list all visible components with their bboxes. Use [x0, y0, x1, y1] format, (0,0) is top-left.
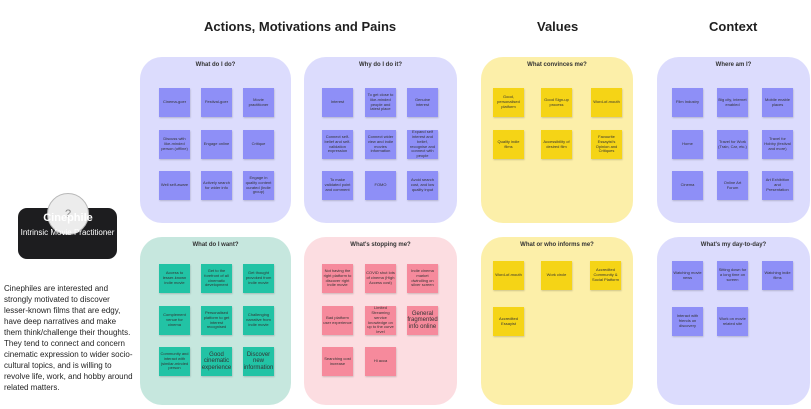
- header-context: Context: [709, 19, 758, 34]
- panel-title: What convinces me?: [527, 62, 587, 68]
- sticky-note: To get close to like-minded people and l…: [365, 88, 396, 117]
- sticky-note: General fragmented info online: [407, 306, 438, 335]
- sticky-note: Genuine interest: [407, 88, 438, 117]
- sticky-note: Good Sign-up process: [541, 88, 572, 117]
- panel-where-am-i: Where am I? Film Industry Big city, inter…: [657, 57, 810, 223]
- sticky-note: Cinema: [672, 171, 703, 200]
- panel-title: Why do I do it?: [359, 62, 402, 68]
- sticky-note: Sitting down for a long time on screen: [717, 261, 748, 290]
- sticky-note: Quality indie films: [493, 130, 524, 159]
- sticky-note: Word-of-mouth: [591, 88, 622, 117]
- sticky-note: Cinema-goer: [159, 88, 190, 117]
- sticky-note: Word-of-mouth: [493, 261, 524, 290]
- sticky-note: Limited Streaming service knowledge on u…: [365, 306, 396, 335]
- sticky-note: Interest: [322, 88, 353, 117]
- sticky-note: Connect self-belief and self-validation …: [322, 130, 353, 159]
- sticky-note: Not having the right platform to discove…: [322, 264, 353, 293]
- sticky-note: Community and interact with (similar-min…: [159, 347, 190, 376]
- sticky-note: Get thought provoked from indie movie: [243, 264, 274, 293]
- sticky-note: Big city, internet enabled: [717, 88, 748, 117]
- sticky-note: Interact with friends on discovery: [672, 307, 703, 336]
- sticky-note: FOMO: [365, 171, 396, 200]
- sticky-note: Personalised platform to get interest re…: [201, 306, 232, 335]
- sticky-note: Movie practitioner: [243, 88, 274, 117]
- header-values: Values: [537, 19, 579, 34]
- sticky-note: Connect wider view and indie movies info…: [365, 130, 396, 159]
- sticky-note: Accredited Community & Social Platform: [590, 261, 621, 290]
- panel-title: What's stopping me?: [350, 242, 411, 248]
- sticky-note: Accessibility of desired film: [541, 130, 572, 159]
- sticky-note: Home: [672, 130, 703, 159]
- panel-why-do-i-do-it: Why do I do it? Interest To get close to …: [304, 57, 457, 223]
- header-actions-motivations-pains: Actions, Motivations and Pains: [204, 19, 397, 34]
- sticky-note: Online Art Forum: [717, 171, 748, 200]
- sticky-note: Travel for Hobby (festival and more): [762, 130, 793, 159]
- sticky-note: Work on movie related site: [717, 307, 748, 336]
- sticky-note: To make validated point and comment: [322, 171, 353, 200]
- sticky-note: Indie cinema market dwindling on silver …: [407, 264, 438, 293]
- sticky-note: Good, personalised platform: [493, 88, 524, 117]
- sticky-note: Accredited Essayist: [493, 307, 524, 336]
- sticky-note: Hi acca: [365, 347, 396, 376]
- panel-what-or-who-informs-me: What or who informs me? Word-of-mouth Wor…: [481, 237, 633, 405]
- sticky-note: Get to the forefront of all cinematic de…: [201, 264, 232, 293]
- panel-title: What do I do?: [195, 62, 236, 68]
- sticky-note: Critique: [243, 130, 274, 159]
- panel-whats-my-day-to-day: What's my day-to-day? Watching movie new…: [657, 237, 810, 405]
- sticky-note: Expand self interest and belief, recogni…: [407, 130, 438, 159]
- sticky-note: Avoid search cost, and low quality input: [407, 171, 438, 200]
- sticky-note: Engage in quality content curated (Indie…: [243, 171, 274, 200]
- panel-title: What's my day-to-day?: [700, 242, 767, 248]
- sticky-note: Watching movie news: [672, 261, 703, 290]
- persona-avatar: ?: [47, 193, 89, 235]
- persona-description: Cinephiles are interested and strongly m…: [4, 284, 133, 392]
- panel-title: What do I want?: [192, 242, 239, 248]
- panel-title: What or who informs me?: [520, 242, 594, 248]
- panel-what-convinces-me: What convinces me? Good, personalised pl…: [481, 57, 633, 223]
- sticky-note: Work circle: [541, 261, 572, 290]
- sticky-note: Complement venue for cinema: [159, 306, 190, 335]
- sticky-note: Art Exhibition and Presentation: [762, 171, 793, 200]
- panel-whats-stopping-me: What's stopping me? Not having the right…: [304, 237, 457, 405]
- panel-title: Where am I?: [715, 62, 752, 68]
- panel-what-do-i-want: What do I want? Access to lesser-known i…: [140, 237, 291, 405]
- sticky-note: Festival-goer: [201, 88, 232, 117]
- sticky-note: Engage online: [201, 130, 232, 159]
- sticky-note: Access to lesser-known indie movie: [159, 264, 190, 293]
- sticky-note: Travel for Work (Train, Car, etc.): [717, 130, 748, 159]
- sticky-note: Well self-aware: [159, 171, 190, 200]
- sticky-note: Mobile enable places: [762, 88, 793, 117]
- persona-name: Cinephile: [43, 212, 93, 224]
- persona-role: Intrinsic Movie Practitioner: [20, 228, 115, 237]
- sticky-note: Searching cost increase: [322, 347, 353, 376]
- sticky-note: Favourite Essayist's Opinion and Critiqu…: [591, 130, 622, 159]
- sticky-note: Actively search for wider info: [201, 171, 232, 200]
- sticky-note: Film Industry: [672, 88, 703, 117]
- sticky-note: Good cinematic experience: [201, 347, 232, 376]
- sticky-note: Bad platform user experience: [322, 306, 353, 335]
- sticky-note: Discover new information: [243, 347, 274, 376]
- sticky-note: Discuss with like-minded person (offline…: [159, 130, 190, 159]
- sticky-note: COVID shut lots of cinema (High Access c…: [365, 264, 396, 293]
- panel-what-do-i-do: What do I do? Cinema-goer Festival-goer Mo…: [140, 57, 291, 223]
- sticky-note: Challenging narrative from indie movie: [243, 306, 274, 335]
- sticky-note: Watching indie films: [762, 261, 793, 290]
